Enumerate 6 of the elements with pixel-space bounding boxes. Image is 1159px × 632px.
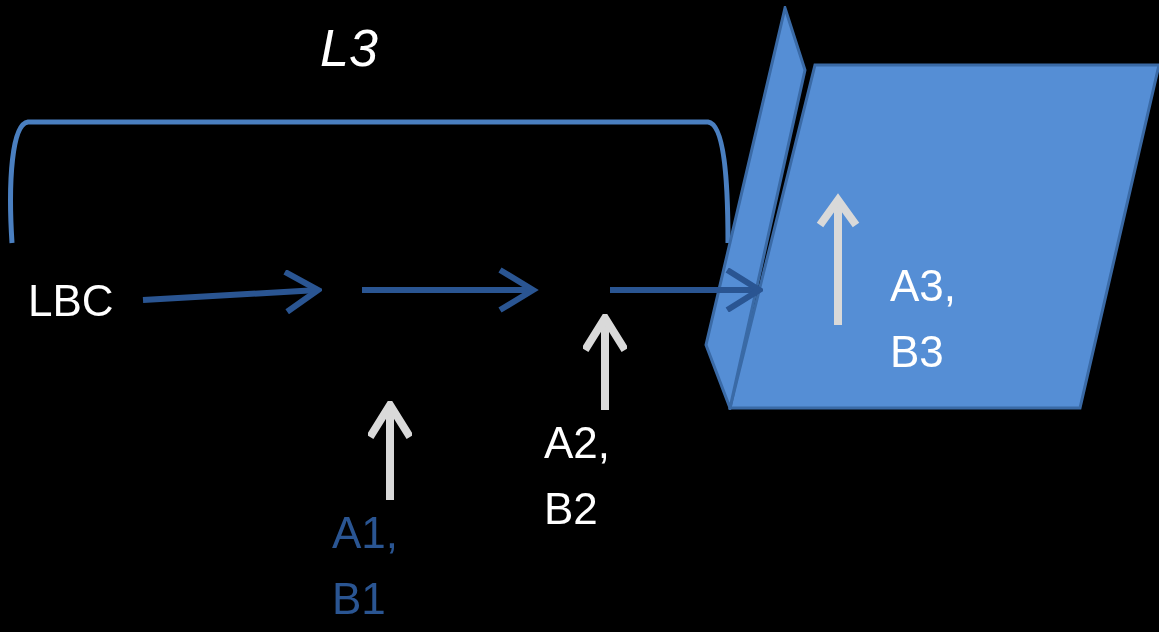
dimension-label: L3 [320,22,378,74]
text-label: LBC [28,268,143,332]
text-label: A1, B1 [332,500,442,632]
text-label: A2, B2 [544,410,654,545]
arrow [142,268,321,315]
arrow [610,267,763,313]
